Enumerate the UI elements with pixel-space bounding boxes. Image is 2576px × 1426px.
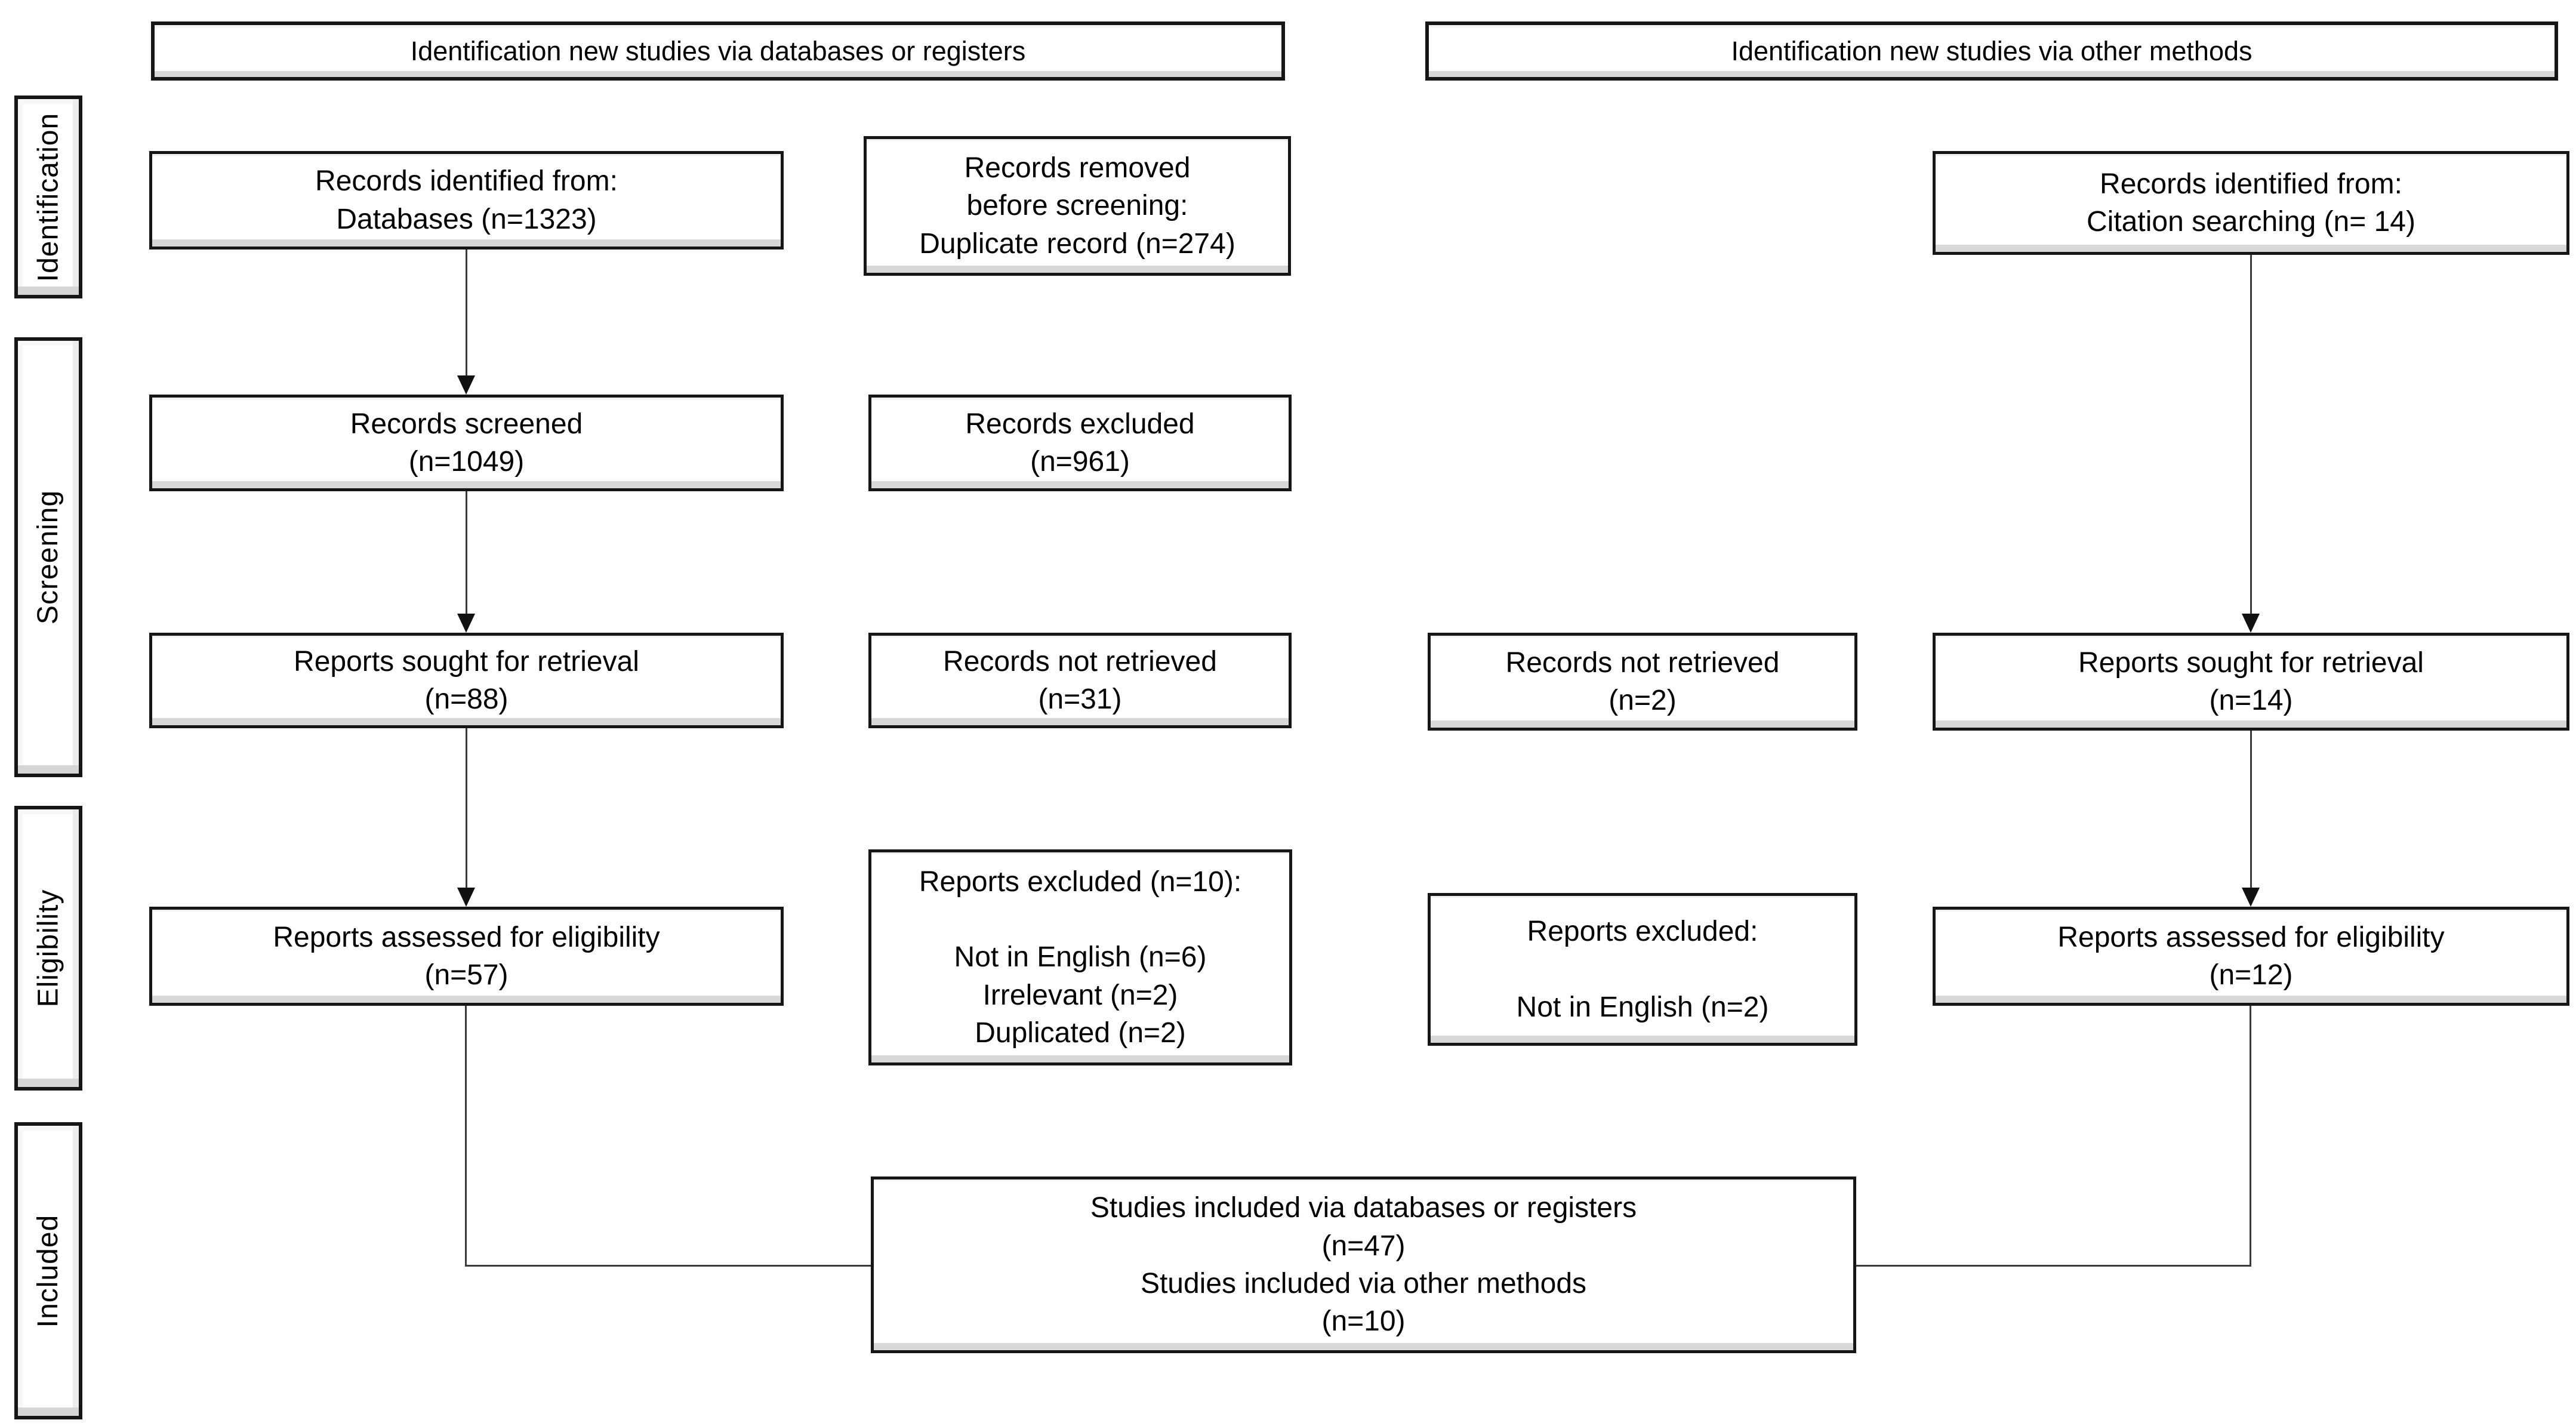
box-records-identified-citation: Records identified from: Citation search… (1933, 151, 2569, 255)
arrow-head-identified-to-screened (457, 375, 475, 395)
stage-label-identification-text: Identification (32, 112, 64, 282)
stage-label-screening-text: Screening (32, 489, 64, 625)
stage-label-eligibility: Eligibility (14, 806, 82, 1091)
stage-label-identification: Identification (14, 96, 82, 298)
header-databases-registers: Identification new studies via databases… (151, 21, 1285, 81)
box-records-identified-databases: Records identified from: Databases (n=13… (149, 151, 784, 250)
box-reports-assessed-databases: Reports assessed for eligibility (n=57) (149, 907, 784, 1006)
box-reports-sought-databases: Reports sought for retrieval (n=88) (149, 633, 784, 728)
arrow-head-citation-to-sought (2242, 614, 2260, 633)
elbow-line-vertical-databases-to-included (465, 1006, 467, 1267)
header-other-methods: Identification new studies via other met… (1425, 21, 2558, 81)
arrow-head-screened-to-sought (457, 614, 475, 633)
arrow-line-citation-to-sought (2250, 255, 2252, 614)
stage-label-included-text: Included (32, 1214, 64, 1328)
arrow-line-sought-other-to-assessed (2250, 731, 2252, 888)
stage-label-eligibility-text: Eligibility (32, 889, 64, 1008)
arrow-head-sought-to-assessed (457, 888, 475, 907)
elbow-line-vertical-other-to-included (2250, 1006, 2251, 1267)
stage-label-included: Included (14, 1122, 82, 1419)
box-records-not-retrieved-databases: Records not retrieved (n=31) (868, 633, 1292, 728)
box-records-not-retrieved-other: Records not retrieved (n=2) (1428, 633, 1857, 731)
arrow-line-identified-to-screened (466, 250, 467, 378)
elbow-line-horizontal-other-to-included (1856, 1265, 2251, 1267)
arrow-line-screened-to-sought (466, 491, 467, 614)
box-reports-sought-other: Reports sought for retrieval (n=14) (1933, 633, 2569, 731)
box-reports-excluded-other: Reports excluded: Not in English (n=2) (1428, 893, 1857, 1046)
stage-label-screening: Screening (14, 337, 82, 777)
box-records-excluded: Records excluded (n=961) (868, 395, 1292, 491)
box-records-screened: Records screened (n=1049) (149, 395, 784, 491)
box-studies-included: Studies included via databases or regist… (871, 1176, 1856, 1353)
elbow-line-horizontal-databases-to-included (465, 1265, 871, 1267)
box-records-removed-before-screening: Records removed before screening: Duplic… (864, 136, 1291, 276)
arrow-head-sought-other-to-assessed (2242, 888, 2260, 907)
box-reports-excluded-databases: Reports excluded (n=10): Not in English … (868, 849, 1292, 1065)
arrow-line-sought-to-assessed (466, 728, 467, 888)
box-reports-assessed-other: Reports assessed for eligibility (n=12) (1933, 907, 2569, 1006)
